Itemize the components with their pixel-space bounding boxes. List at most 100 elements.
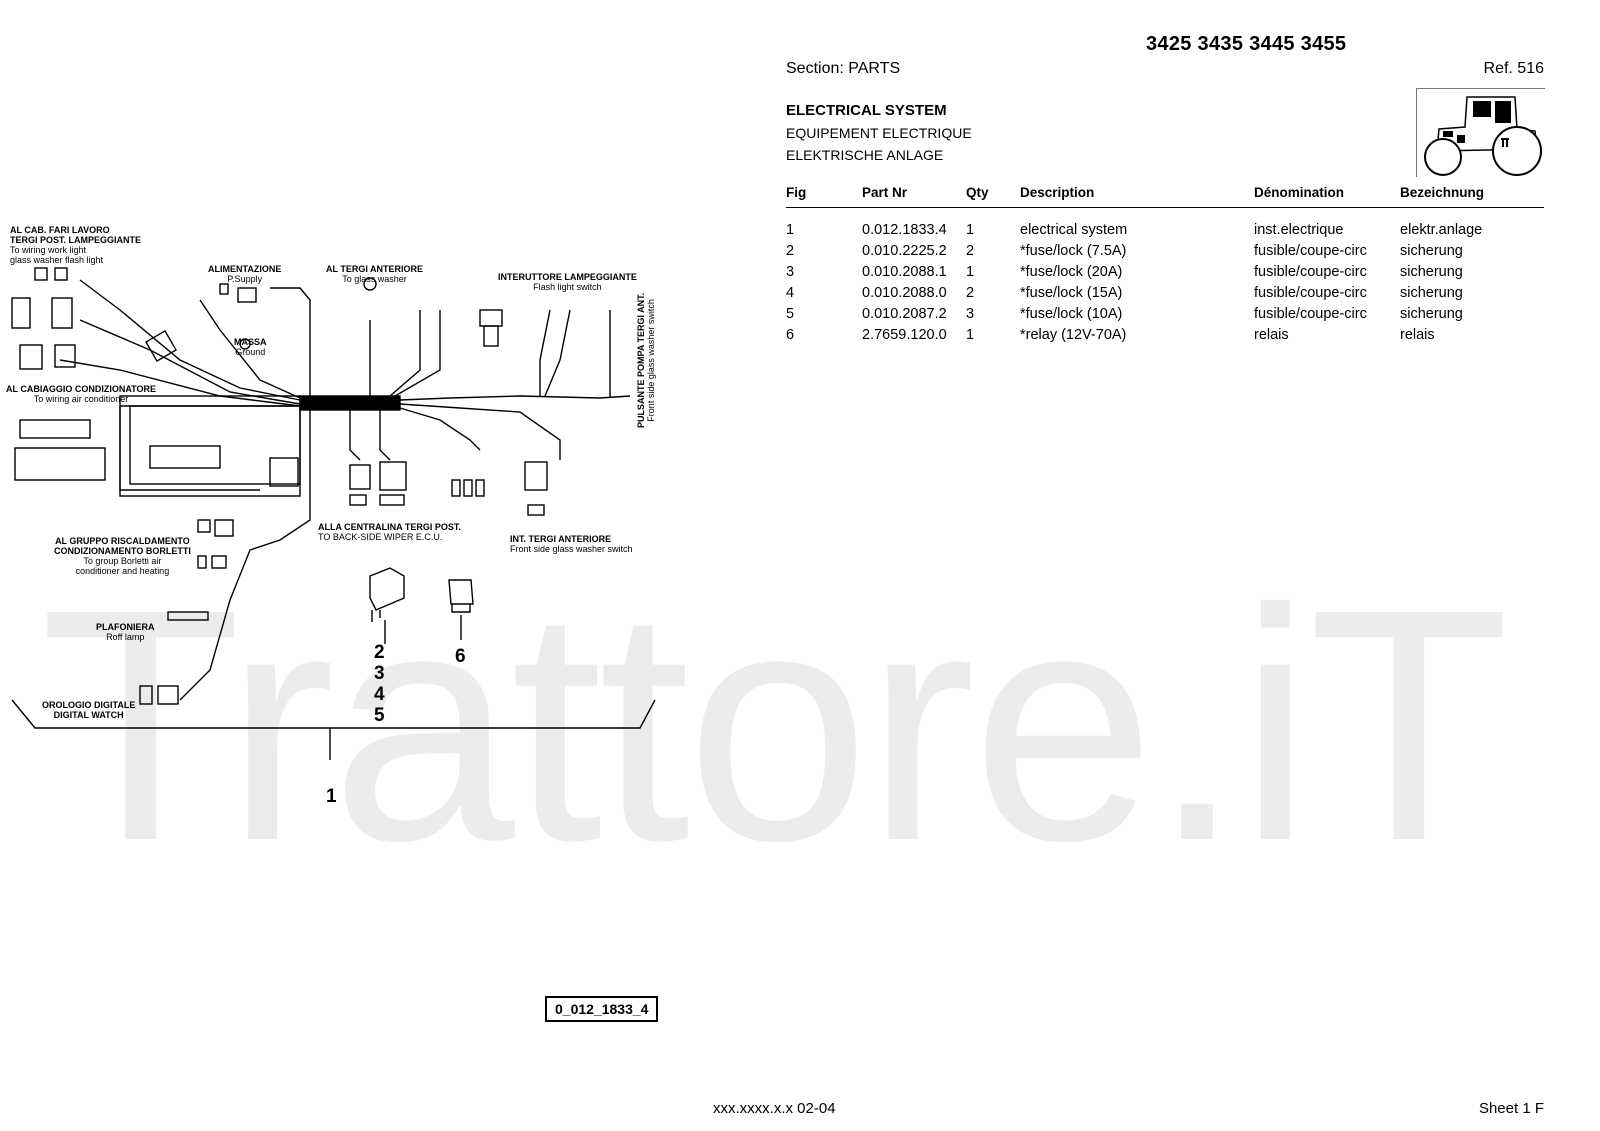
- cell-description: *fuse/lock (20A): [1020, 264, 1123, 280]
- label-ground-en: Ground: [235, 347, 266, 357]
- tractor-thumbnail: [1416, 88, 1545, 177]
- cell-denomination: fusible/coupe-circ: [1254, 306, 1367, 322]
- wiring-diagram: [11, 267, 656, 760]
- col-bezeichnung: Bezeichnung: [1400, 182, 1544, 208]
- model-numbers: 3425 3435 3445 3455: [1146, 33, 1347, 55]
- label-wiper-ecu-it: ALLA CENTRALINA TERGI POST.: [318, 522, 461, 532]
- label-supply-en: P.Supply: [227, 274, 263, 284]
- cell-fig: 4: [786, 285, 795, 301]
- label-roof-lamp: PLAFONIERA Roff lamp: [96, 622, 155, 642]
- label-flash-en: Flash light switch: [533, 282, 602, 292]
- cell-part-nr: 2.7659.120.0: [862, 327, 947, 343]
- tractor-icon: [1424, 96, 1542, 176]
- table-row: 2 0.010.2225.2 2 *fuse/lock (7.5A) fusib…: [786, 241, 1544, 262]
- cell-qty: 1: [966, 222, 975, 238]
- parts-table: Fig Part Nr Qty Description Dénomination…: [786, 182, 1544, 346]
- col-fig: Fig: [786, 182, 862, 208]
- cell-fig: 6: [786, 327, 795, 343]
- cell-denomination: relais: [1254, 327, 1289, 343]
- cell-bezeichnung: elektr.anlage: [1400, 222, 1483, 238]
- label-front-switch: INT. TERGI ANTERIORE Front side glass wa…: [510, 534, 633, 554]
- callout-5: 5: [374, 705, 385, 726]
- label-cab-lights: AL CAB. FARI LAVORO TERGI POST. LAMPEGGI…: [10, 225, 141, 265]
- cell-fig: 1: [786, 222, 795, 238]
- cell-fig: 3: [786, 264, 795, 280]
- cell-description: *relay (12V-70A): [1020, 327, 1127, 343]
- cell-bezeichnung: relais: [1400, 327, 1435, 343]
- label-cab-lights-it1: AL CAB. FARI LAVORO: [10, 225, 110, 235]
- cell-denomination: fusible/coupe-circ: [1254, 243, 1367, 259]
- table-row: 1 0.012.1833.4 1 electrical system inst.…: [786, 220, 1544, 241]
- callout-fuses: 2 3 4 5: [374, 642, 385, 726]
- title-german: ELEKTRISCHE ANLAGE: [786, 147, 944, 163]
- callout-3: 3: [374, 663, 385, 684]
- section-label: Section: PARTS: [786, 60, 901, 77]
- label-pump-it: PULSANTE POMPA TERGI ANT.: [636, 292, 646, 428]
- col-denomination: Dénomination: [1254, 182, 1400, 208]
- label-air-conditioner: AL CABIAGGIO CONDIZIONATORE To wiring ai…: [6, 384, 156, 404]
- sheet-number: Sheet 1 F: [1478, 1100, 1544, 1117]
- callout-4: 4: [374, 684, 385, 705]
- cell-part-nr: 0.010.2087.2: [862, 306, 947, 322]
- label-washer-it: AL TERGI ANTERIORE: [326, 264, 424, 274]
- label-pump-en: Front side glass washer switch: [646, 299, 656, 422]
- table-row: 4 0.010.2088.0 2 *fuse/lock (15A) fusibl…: [786, 283, 1544, 304]
- label-front-switch-it: INT. TERGI ANTERIORE: [510, 534, 612, 544]
- cell-fig: 5: [786, 306, 795, 322]
- title-english: ELECTRICAL SYSTEM: [786, 102, 947, 119]
- drawing-code: 0_012_1833_4: [545, 996, 659, 1022]
- label-heating-en1: To group Borletti air: [83, 556, 162, 566]
- label-supply-it: ALIMENTAZIONE: [208, 264, 282, 274]
- label-aircon-it: AL CABIAGGIO CONDIZIONATORE: [6, 384, 157, 394]
- label-pump-switch: PULSANTE POMPA TERGI ANT. Front side gla…: [636, 293, 656, 428]
- title-french: EQUIPEMENT ELECTRIQUE: [786, 125, 972, 141]
- cell-description: *fuse/lock (7.5A): [1020, 243, 1127, 259]
- cell-qty: 3: [966, 306, 975, 322]
- label-aircon-en: To wiring air conditioner: [33, 394, 129, 404]
- cell-description: electrical system: [1020, 222, 1128, 238]
- cell-qty: 1: [966, 327, 975, 343]
- col-part-nr: Part Nr: [862, 182, 966, 208]
- cell-description: *fuse/lock (15A): [1020, 285, 1123, 301]
- label-supply: ALIMENTAZIONE P.Supply: [208, 264, 281, 284]
- cell-denomination: fusible/coupe-circ: [1254, 264, 1367, 280]
- cell-bezeichnung: sicherung: [1400, 285, 1463, 301]
- label-heating-it2: CONDIZIONAMENTO BORLETTI: [54, 546, 191, 556]
- callout-1: 1: [326, 786, 337, 807]
- cell-qty: 2: [966, 243, 975, 259]
- label-washer-en: To glass washer: [342, 274, 407, 284]
- label-cab-lights-it2: TERGI POST. LAMPEGGIANTE: [10, 235, 142, 245]
- cell-fig: 2: [786, 243, 795, 259]
- label-digital-watch: OROLOGIO DIGITALE DIGITAL WATCH: [42, 700, 135, 720]
- cell-qty: 1: [966, 264, 975, 280]
- footer-code: xxx.xxxx.x.x 02-04: [713, 1100, 836, 1117]
- cell-bezeichnung: sicherung: [1400, 264, 1463, 280]
- label-roof-it: PLAFONIERA: [96, 622, 155, 632]
- label-heating-en2: conditioner and heating: [75, 566, 170, 576]
- label-heating-it1: AL GRUPPO RISCALDAMENTO: [55, 536, 190, 546]
- table-row: 3 0.010.2088.1 1 *fuse/lock (20A) fusibl…: [786, 262, 1544, 283]
- col-description: Description: [1020, 182, 1254, 208]
- reference-number: Ref. 516: [1483, 60, 1544, 77]
- cell-description: *fuse/lock (10A): [1020, 306, 1123, 322]
- label-ground-it: MASSA: [234, 337, 267, 347]
- label-front-switch-en: Front side glass washer switch: [510, 544, 633, 554]
- label-cab-lights-en2: glass washer flash light: [10, 255, 104, 265]
- cell-denomination: inst.electrique: [1254, 222, 1344, 238]
- label-wiper-ecu: ALLA CENTRALINA TERGI POST. TO BACK-SIDE…: [318, 522, 461, 542]
- table-header-row: Fig Part Nr Qty Description Dénomination…: [786, 182, 1544, 208]
- cell-part-nr: 0.010.2088.1: [862, 264, 947, 280]
- cell-qty: 2: [966, 285, 975, 301]
- label-watch-it: OROLOGIO DIGITALE: [42, 700, 136, 710]
- cell-part-nr: 0.010.2225.2: [862, 243, 947, 259]
- cell-bezeichnung: sicherung: [1400, 306, 1463, 322]
- col-qty: Qty: [966, 182, 1020, 208]
- label-heating: AL GRUPPO RISCALDAMENTO CONDIZIONAMENTO …: [54, 536, 191, 576]
- label-wiper-ecu-en: TO BACK-SIDE WIPER E.C.U.: [318, 532, 443, 542]
- table-row: 5 0.010.2087.2 3 *fuse/lock (10A) fusibl…: [786, 304, 1544, 325]
- cell-bezeichnung: sicherung: [1400, 243, 1463, 259]
- label-cab-lights-en1: To wiring work light: [10, 245, 87, 255]
- label-washer: AL TERGI ANTERIORE To glass washer: [326, 264, 423, 284]
- label-watch-en: DIGITAL WATCH: [53, 710, 124, 720]
- cell-part-nr: 0.012.1833.4: [862, 222, 947, 238]
